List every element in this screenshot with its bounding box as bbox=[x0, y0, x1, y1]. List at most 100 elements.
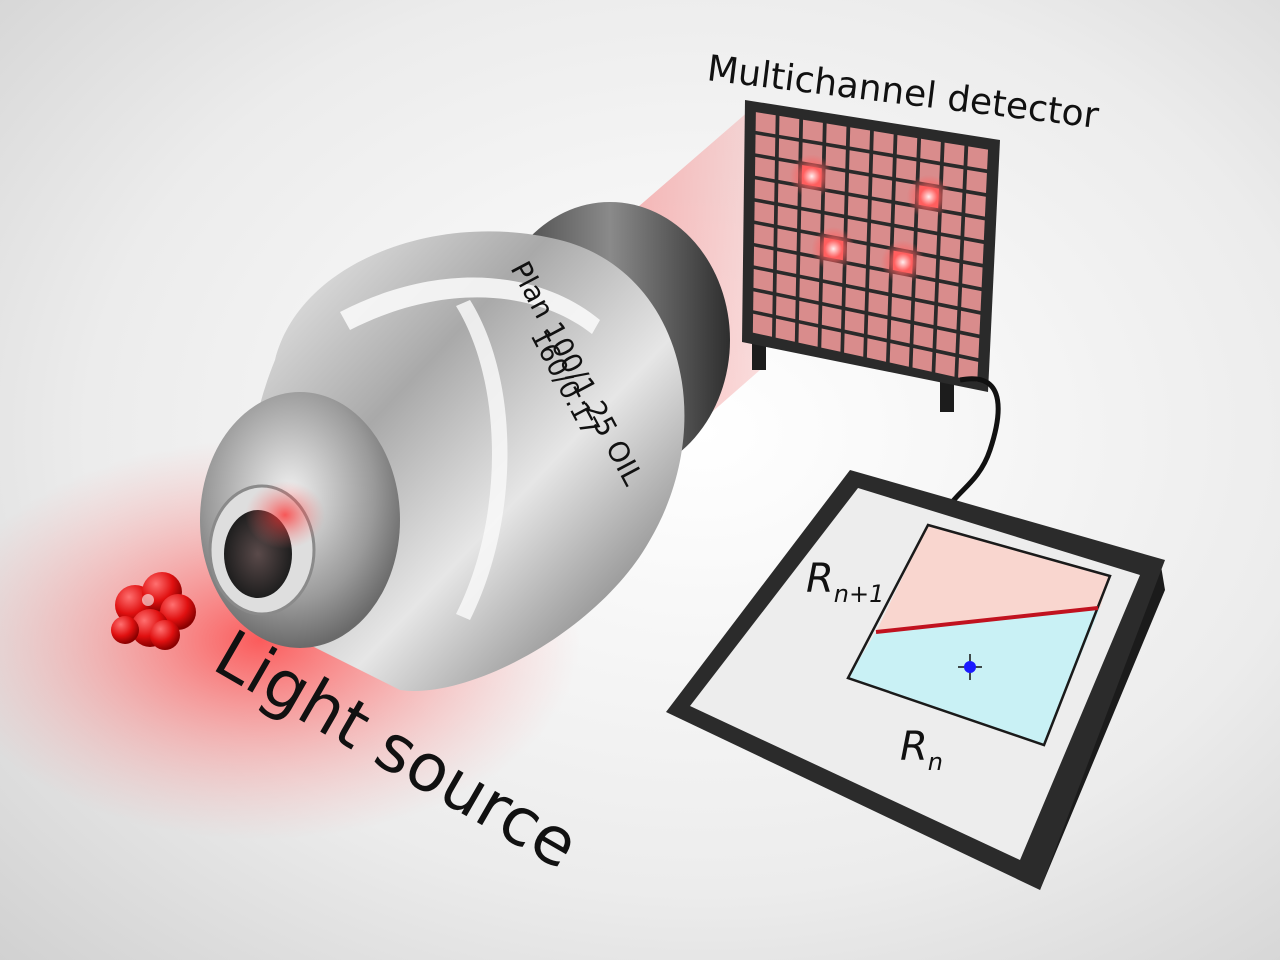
detector-pixel bbox=[753, 268, 774, 292]
detector-pixel bbox=[912, 348, 933, 372]
detector-pixel bbox=[936, 329, 957, 354]
detector-pixel bbox=[868, 292, 889, 316]
detector-pixel bbox=[777, 183, 798, 207]
detector-pixel bbox=[753, 291, 773, 315]
detector-pixel bbox=[917, 208, 939, 232]
detector-pixel bbox=[778, 138, 799, 161]
detector-pixel bbox=[943, 142, 965, 166]
detector-pixel bbox=[802, 119, 823, 143]
detector-pixel-glow bbox=[789, 154, 834, 199]
detector-pixel bbox=[920, 138, 941, 162]
detector-pixel bbox=[967, 146, 989, 170]
detector-pixel bbox=[754, 224, 774, 247]
detector-pixel bbox=[958, 357, 979, 382]
detector-pixel bbox=[942, 165, 964, 189]
detector-pixel bbox=[779, 115, 800, 139]
detector-pixel bbox=[800, 210, 821, 234]
detector-pixel bbox=[775, 318, 796, 342]
lens-red-glow bbox=[245, 481, 325, 549]
detector-pixel bbox=[776, 273, 797, 297]
detector-pixel bbox=[873, 131, 894, 154]
objective-lens: Plan 100/1.25 OIL 160/0.17 bbox=[200, 202, 730, 691]
detector-pixel bbox=[825, 169, 846, 192]
detector-pixel bbox=[866, 338, 887, 362]
detector-pixel bbox=[846, 241, 867, 265]
detector-pixel bbox=[915, 255, 937, 279]
detector-pixel bbox=[871, 177, 893, 200]
detector-pixel bbox=[913, 324, 934, 349]
detector-pixel bbox=[959, 334, 980, 359]
detector-pixel bbox=[754, 156, 775, 180]
objective-band-2 bbox=[456, 300, 508, 620]
detector-pixel bbox=[937, 306, 958, 330]
detector-pixel bbox=[845, 287, 866, 311]
detector-pixel bbox=[776, 251, 797, 274]
detector-pixel bbox=[822, 260, 843, 284]
detector-pixel bbox=[755, 134, 776, 157]
detector-pixel bbox=[941, 189, 963, 213]
plot-boundary-line bbox=[875, 606, 1099, 634]
detector-pixel bbox=[777, 206, 798, 229]
detector-pixel bbox=[798, 300, 819, 325]
detector-pixel bbox=[964, 216, 985, 241]
detector-pixel bbox=[894, 204, 915, 228]
detector-pixel bbox=[940, 212, 962, 236]
detector-pixel bbox=[848, 173, 869, 196]
detector-pixel-glow bbox=[811, 226, 856, 271]
detector-pixel bbox=[799, 278, 820, 302]
detector-pixel bbox=[867, 315, 888, 339]
detector-pixel bbox=[849, 150, 870, 173]
plot-x-axis-label: Rn bbox=[900, 724, 943, 776]
detector-pixel bbox=[754, 201, 775, 225]
detector-pixel bbox=[914, 301, 935, 326]
detector-pixel bbox=[849, 127, 871, 150]
plot-region-lower bbox=[848, 608, 1100, 745]
detector-pixel bbox=[939, 259, 960, 283]
light-source-droplets bbox=[111, 572, 196, 650]
detector-pixel bbox=[798, 323, 819, 347]
detector-pixel-glow bbox=[880, 240, 925, 285]
detector-cable bbox=[947, 376, 1001, 507]
objective-band bbox=[340, 277, 600, 334]
detector-pixel bbox=[938, 282, 959, 307]
detector-pixel bbox=[966, 169, 987, 193]
detector-pixel bbox=[915, 278, 936, 302]
detector-pixel bbox=[891, 296, 912, 321]
detector-pixel bbox=[821, 328, 841, 352]
detector-pixel bbox=[847, 218, 868, 242]
detector-pixel bbox=[845, 264, 866, 288]
detector-pixel bbox=[825, 146, 846, 169]
detector-pixel bbox=[824, 191, 845, 215]
detector-pixel bbox=[940, 236, 961, 260]
detector-pixel bbox=[777, 228, 798, 252]
detector-grid bbox=[752, 112, 989, 382]
plot-display: Rn+1 Rn bbox=[666, 470, 1165, 890]
plot-frame bbox=[846, 523, 1112, 747]
detector-pixel bbox=[889, 343, 910, 367]
detector-pixel bbox=[754, 179, 775, 202]
detector-pixel bbox=[960, 310, 981, 335]
detector-pixel bbox=[961, 287, 982, 311]
detector-pixel-glow bbox=[906, 174, 951, 219]
detector-pixel bbox=[826, 123, 847, 146]
detector-pixel bbox=[895, 158, 917, 181]
detector-pixel bbox=[868, 269, 890, 293]
plot-region-upper bbox=[876, 525, 1110, 632]
detector-pixel bbox=[799, 255, 820, 279]
detector-pixel bbox=[822, 282, 843, 307]
plot-y-axis-label: Rn+1 bbox=[806, 556, 884, 608]
detector-pixel bbox=[801, 187, 822, 211]
detector-pixel bbox=[844, 310, 865, 334]
detector-pixel bbox=[752, 313, 773, 337]
detector-pixel bbox=[753, 246, 774, 270]
detector-pixel bbox=[935, 352, 956, 377]
detector-pixel bbox=[821, 305, 842, 329]
detector-pixel bbox=[776, 296, 796, 320]
detector-pixel bbox=[892, 273, 913, 298]
detector-pixel bbox=[896, 134, 918, 158]
detector-pixel bbox=[844, 333, 864, 357]
detector-pixel bbox=[963, 240, 984, 264]
detector-pixel bbox=[916, 231, 938, 255]
detector-pixel bbox=[890, 319, 911, 344]
